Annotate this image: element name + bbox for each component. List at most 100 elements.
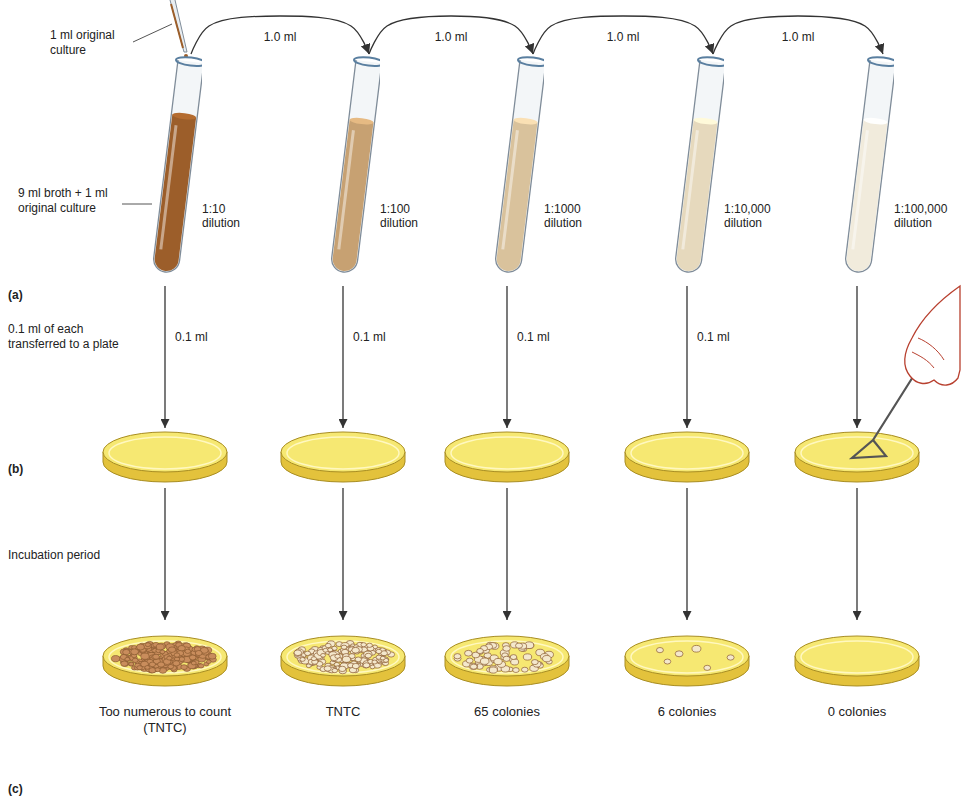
colony — [470, 664, 477, 669]
pipette — [170, 0, 188, 58]
leader-line — [122, 204, 152, 205]
colony — [145, 643, 150, 647]
colony — [656, 647, 663, 652]
result-plate: Too numerous to count (TNTC) — [90, 622, 240, 735]
colony-count: Too numerous to count (TNTC) — [90, 704, 240, 735]
spreader — [852, 372, 916, 458]
colony — [342, 656, 350, 662]
colony — [128, 662, 134, 666]
step-note: Incubation period — [8, 548, 128, 563]
hand-with-spreader — [852, 286, 960, 458]
colony — [543, 655, 551, 661]
volume-label: 1.0 ml — [780, 30, 817, 44]
colony — [137, 644, 145, 650]
colony — [145, 666, 150, 670]
tube-rim — [868, 56, 894, 68]
dish-top — [625, 432, 749, 472]
colony — [522, 667, 529, 672]
colony — [167, 656, 172, 660]
colony — [381, 657, 389, 663]
dish-rim — [631, 641, 743, 673]
colony — [123, 649, 130, 654]
colony — [704, 665, 711, 670]
glass-shine — [683, 130, 698, 249]
colony — [466, 658, 473, 663]
tube-glass — [152, 60, 202, 274]
colony — [503, 646, 510, 652]
callout-text: 9 ml broth + 1 ml original culture — [18, 186, 122, 216]
plate-drawing — [268, 622, 418, 700]
colony — [189, 655, 196, 660]
colony — [122, 661, 129, 666]
dilution-tube: 1:100 dilution — [318, 52, 443, 292]
colony — [168, 664, 174, 668]
colony — [489, 667, 497, 673]
plate-drawing — [782, 622, 932, 700]
hand — [905, 286, 960, 385]
colony — [363, 663, 370, 668]
tube-glass — [844, 60, 894, 274]
volume-label: 0.1 ml — [175, 330, 225, 345]
incubation-arrow — [164, 488, 165, 620]
tube-glass — [330, 60, 380, 274]
glass-shine — [503, 130, 518, 249]
broth — [331, 120, 373, 273]
tube-drawing — [140, 52, 202, 292]
colony-count: 6 colonies — [612, 704, 762, 720]
agar-plate — [445, 432, 569, 482]
colony — [153, 654, 160, 659]
incubation-arrow — [856, 488, 857, 620]
colony — [531, 660, 538, 665]
dish-rim — [451, 437, 563, 469]
plate-drawing — [90, 622, 240, 700]
broth-surface — [863, 117, 888, 126]
colony — [511, 659, 519, 665]
colony — [454, 654, 461, 659]
glass-shine — [339, 130, 354, 249]
volume-label: 0.1 ml — [697, 330, 747, 345]
transfer-arrow — [342, 286, 343, 428]
dilution-label: 1:10,000 dilution — [724, 202, 786, 231]
result-plate: 6 colonies — [612, 622, 762, 720]
colony — [125, 657, 130, 661]
dish-rim — [451, 641, 563, 673]
colony — [141, 653, 149, 659]
colony — [149, 662, 155, 667]
colony — [372, 660, 377, 664]
incubation-arrow — [506, 488, 507, 620]
colony — [370, 665, 375, 669]
colony — [494, 658, 502, 664]
result-plate: TNTC — [268, 622, 418, 720]
colony — [323, 648, 328, 652]
dish-top — [445, 432, 569, 472]
colony — [156, 644, 164, 650]
tube-rim — [354, 56, 380, 68]
colony — [364, 651, 372, 657]
transfer-arrow — [686, 286, 687, 428]
colony — [178, 646, 185, 652]
broth — [675, 120, 717, 273]
tube-glass — [674, 60, 724, 274]
colony — [168, 647, 175, 653]
transfer-arrow — [856, 286, 857, 428]
colony — [191, 661, 196, 665]
dilution-tube: 1:10,000 dilution — [662, 52, 787, 292]
dish-rim — [109, 641, 221, 673]
dilution-tube: 1:10 dilution — [140, 52, 265, 292]
colony — [376, 649, 382, 653]
colony — [465, 650, 473, 656]
tube-drawing — [318, 52, 380, 292]
colony — [324, 666, 331, 671]
broth — [845, 120, 887, 273]
colony — [503, 656, 510, 661]
dish-top — [281, 432, 405, 472]
step-note: 0.1 ml of each transferred to a plate — [8, 322, 120, 352]
colony — [352, 663, 359, 668]
dilution-tube: 1:1000 dilution — [482, 52, 607, 292]
colony — [523, 654, 531, 660]
transfer-arrow — [164, 286, 165, 428]
dish-rim — [287, 437, 399, 469]
colony — [692, 645, 701, 652]
